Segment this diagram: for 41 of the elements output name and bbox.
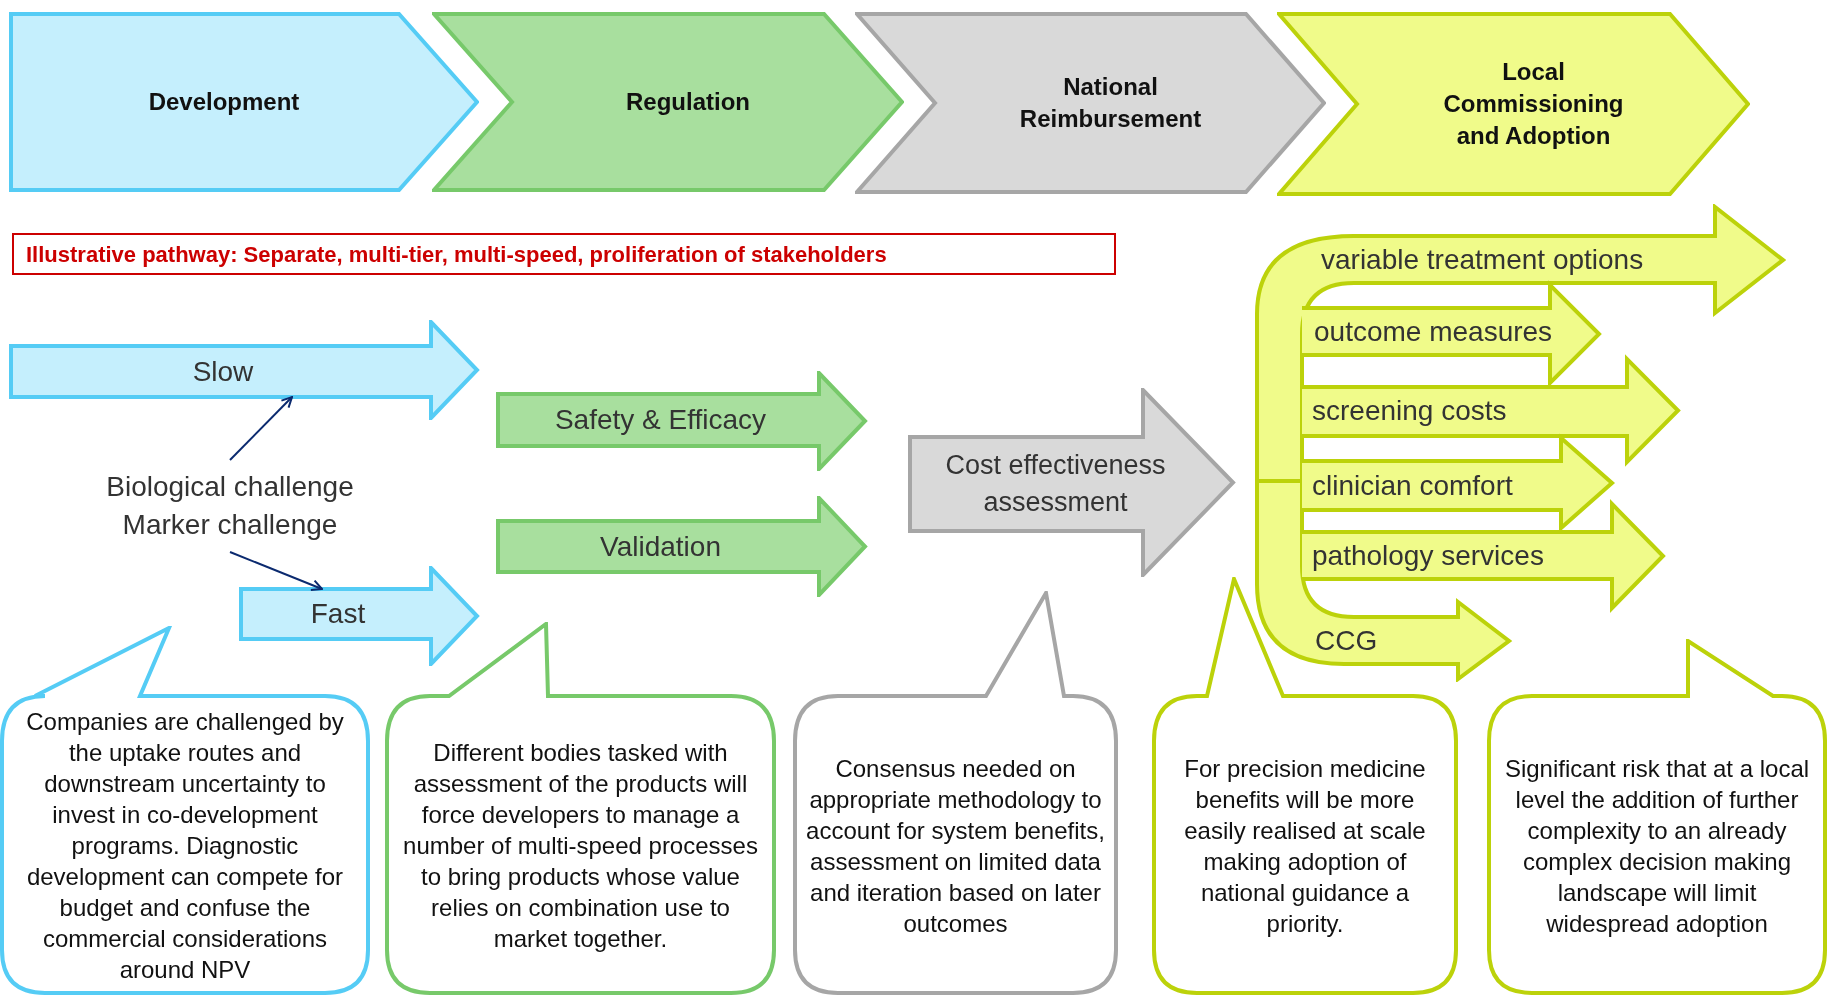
- step-label: Validation: [600, 529, 721, 564]
- branch-label: pathology services: [1312, 539, 1544, 573]
- branching-arrow: [1254, 204, 1786, 682]
- stage-banner: [855, 12, 1326, 194]
- speech-bubble: [1152, 577, 1458, 995]
- annotation-text: Biological challenge: [106, 470, 354, 504]
- branch-label: outcome measures: [1314, 315, 1553, 349]
- speech-bubble: [385, 622, 776, 995]
- banner-box: [12, 233, 1116, 275]
- step-banner: [496, 496, 869, 597]
- branch-label: clinician comfort: [1312, 469, 1513, 503]
- annotation-text: Marker challenge: [122, 508, 338, 542]
- callout-text: Companies are challenged by the uptake routes and downstream uncertainty to invest in co-development programs. Diagnostic development can compete for budget and confuse the commercial considerations around NPV: [25, 707, 345, 985]
- stage-label: Regulation: [626, 87, 750, 117]
- step-banner: [496, 371, 869, 471]
- banner-text: Illustrative pathway: Separate, multi-tier, multi-speed, proliferation of stakeholders: [26, 240, 887, 269]
- branch-label: CCG: [1315, 624, 1378, 658]
- branch-label: variable treatment options: [1321, 243, 1644, 277]
- step-banner: [9, 320, 481, 420]
- step-banner: [908, 388, 1237, 577]
- callout-text: Consensus needed on appropriate methodology to account for system benefits, assessment on limited data and iteration based on later outcomes: [805, 753, 1106, 939]
- stage-banner: [9, 12, 479, 192]
- step-banner: [239, 566, 481, 666]
- step-label: Cost effectiveness assessment: [944, 449, 1167, 519]
- stage-banner: [1277, 12, 1750, 196]
- stage-label: Local Commissioning and Adoption: [1442, 57, 1625, 151]
- callout-text: Significant risk that at a local level the addition of further complexity to an already complex decision making landscape will limit widespread adoption: [1503, 753, 1811, 939]
- arrow: [229, 396, 293, 461]
- speech-bubble: [1487, 639, 1827, 995]
- step-label: Safety & Efficacy: [554, 403, 767, 437]
- stage-banner: [432, 12, 904, 192]
- arrow: [229, 551, 323, 591]
- stage-label: National Reimbursement: [1018, 72, 1203, 134]
- speech-bubble: [0, 626, 370, 995]
- speech-bubble: [793, 591, 1118, 995]
- branch-label: screening costs: [1312, 394, 1507, 428]
- callout-text: For precision medicine benefits will be more easily realised at scale making adoption of national guidance a priority.: [1183, 753, 1427, 939]
- stage-label: Development: [148, 87, 300, 117]
- step-label: Slow: [192, 354, 254, 389]
- step-label: Fast: [310, 597, 366, 631]
- callout-text: Different bodies tasked with assessment of the products will force developers to manage a number of multi-speed processes to bring products whose value relies on combination use to market together.: [402, 738, 759, 954]
